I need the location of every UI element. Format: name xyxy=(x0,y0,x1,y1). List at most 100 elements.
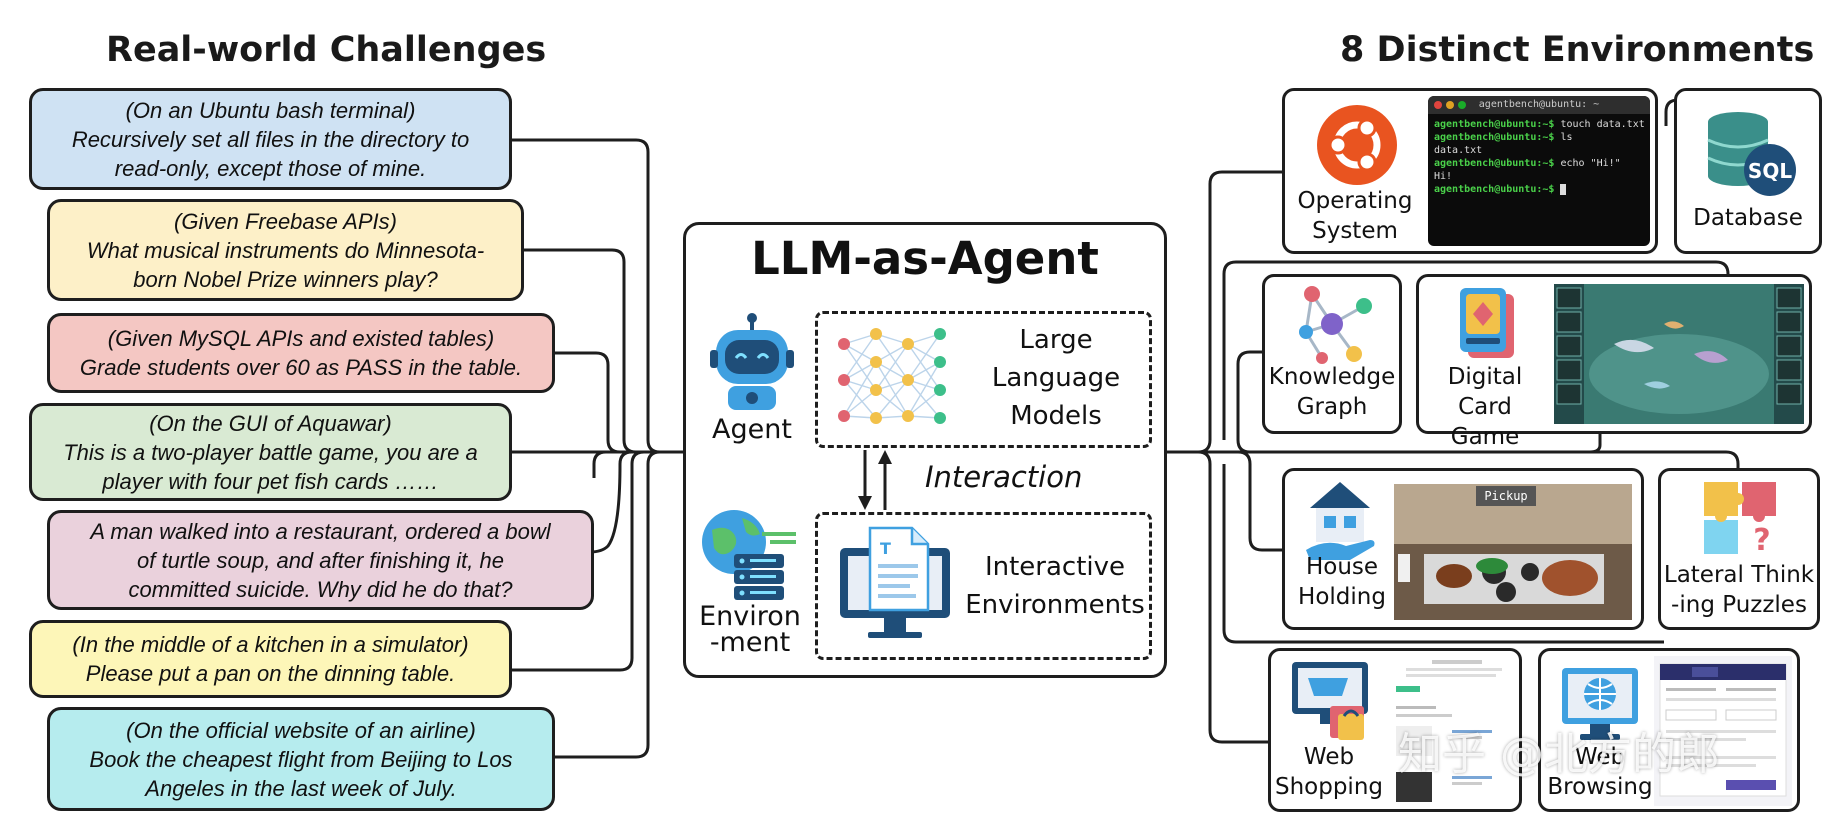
challenge-web: (On the official website of an airline) … xyxy=(47,707,555,811)
challenge-ltp: A man walked into a restaurant, ordered … xyxy=(47,510,594,610)
env-wb-label-line: Browsing xyxy=(1547,774,1653,800)
interactive-environments-dashed-box xyxy=(815,512,1152,660)
challenge-text: Angeles in the last week of July. xyxy=(145,775,457,801)
env-ws-label: Web Shopping xyxy=(1270,742,1388,802)
challenge-context: (On the GUI of Aquawar) xyxy=(149,410,392,436)
svg-text:T: T xyxy=(880,539,891,558)
challenge-text: player with four pet fish cards …… xyxy=(102,468,439,494)
challenge-text: Please put a pan on the dinning table. xyxy=(85,661,456,686)
center-title: LLM-as-Agent xyxy=(751,232,1099,285)
terminal-title: agentbench@ubuntu: ~ xyxy=(1478,99,1600,110)
env-db-label-line: Database xyxy=(1693,205,1803,231)
knowledge-graph-icon xyxy=(1299,286,1372,364)
svg-text:?: ? xyxy=(1753,523,1770,558)
challenge-text: Book the cheapest flight from Beijing to… xyxy=(89,746,513,772)
challenge-dcg: (On the GUI of Aquawar) This is a two-pl… xyxy=(29,403,512,501)
env-hh-label-line: Holding xyxy=(1298,584,1386,610)
terminal-line: data.txt xyxy=(1434,145,1483,156)
llm-dashed-box xyxy=(815,311,1152,448)
env-knowledge-graph xyxy=(1262,274,1402,434)
computer-document-icon: T xyxy=(840,526,950,638)
challenge-text: Recursively set all files in the directo… xyxy=(71,126,470,152)
env-dcg-label: Digital Card Game xyxy=(1418,362,1552,452)
environment-label-line: Environ xyxy=(699,601,801,632)
env-hh-label: House Holding xyxy=(1284,552,1400,612)
terminal-line: Hi! xyxy=(1434,171,1453,182)
challenge-text: of turtle soup, and after finishing it, … xyxy=(137,547,504,573)
pickup-label: Pickup xyxy=(1484,489,1527,503)
challenge-text: What musical instruments do Minnesota- xyxy=(86,237,485,263)
env-ltp-label-line: Lateral Think xyxy=(1663,562,1815,588)
interactive-environments-label-line: Interactive xyxy=(984,552,1126,582)
airline-webpage-screenshot xyxy=(1654,656,1792,806)
challenge-context: (Given Freebase APIs) xyxy=(174,208,397,234)
env-ltp-label-line: -ing Puzzles xyxy=(1671,592,1807,618)
interactive-environments-label: Interactive Environments xyxy=(960,548,1150,624)
challenge-text: born Nobel Prize winners play? xyxy=(133,266,438,292)
terminal-prompt: agentbench@ubuntu:~$ xyxy=(1434,184,1555,195)
terminal-line: touch data.txt xyxy=(1554,119,1645,130)
right-header: 8 Distinct Environments xyxy=(1340,30,1815,70)
robot-icon xyxy=(710,313,794,410)
interactive-environments-label-line: Environments xyxy=(965,590,1145,620)
ubuntu-icon xyxy=(1317,105,1397,185)
terminal-prompt: agentbench@ubuntu:~$ xyxy=(1434,158,1555,169)
llm-label-line: Models xyxy=(1010,401,1102,431)
watermark: 知乎 @北方的郎 xyxy=(1398,729,1720,780)
challenge-kg: (Given Freebase APIs) What musical instr… xyxy=(47,199,524,301)
env-ws-label-line: Web xyxy=(1303,744,1355,770)
sql-badge-text: SQL xyxy=(1748,159,1792,183)
env-wb-label-line: Web xyxy=(1574,744,1626,770)
challenge-text: A man walked into a restaurant, ordered … xyxy=(90,518,551,544)
env-ws-label-line: Shopping xyxy=(1274,774,1383,800)
env-os-label-line: System xyxy=(1312,218,1398,244)
challenge-context: (Given MySQL APIs and existed tables) xyxy=(107,326,495,351)
challenge-db: (Given MySQL APIs and existed tables) Gr… xyxy=(47,313,555,393)
llm-label: Large Language Models xyxy=(970,321,1142,435)
challenge-text: committed suicide. Why did he do that? xyxy=(128,576,513,602)
challenge-text: Grade students over 60 as PASS in the ta… xyxy=(79,355,523,380)
env-ltp-label: Lateral Think -ing Puzzles xyxy=(1660,560,1818,620)
card-game-icon xyxy=(1460,288,1514,358)
env-kg-label-line: Graph xyxy=(1296,394,1368,420)
terminal-prompt: agentbench@ubuntu:~$ xyxy=(1434,119,1555,130)
browser-globe-icon xyxy=(1562,668,1638,740)
env-dcg-label-line: Game xyxy=(1450,424,1520,450)
challenge-hh: (In the middle of a kitchen in a simulat… xyxy=(29,620,512,698)
env-wb-label: Web Browsing xyxy=(1540,742,1660,802)
challenge-context: (In the middle of a kitchen in a simulat… xyxy=(72,632,469,657)
aquawar-screenshot xyxy=(1554,284,1804,424)
challenge-context: (On an Ubuntu bash terminal) xyxy=(125,97,416,123)
agent-label: Agent xyxy=(712,414,792,445)
neural-network-icon xyxy=(838,328,946,424)
house-hand-icon xyxy=(1306,482,1375,560)
puzzle-icon: ? xyxy=(1704,482,1776,558)
env-hh-label-line: House xyxy=(1305,554,1379,580)
environment-label-line: -ment xyxy=(709,627,791,658)
environment-label: Environ -ment xyxy=(694,601,806,658)
challenge-os: (On an Ubuntu bash terminal) Recursively… xyxy=(29,88,512,190)
terminal-line: ls xyxy=(1554,132,1573,143)
left-header: Real-world Challenges xyxy=(106,30,547,70)
kitchen-screenshot: Pickup xyxy=(1394,484,1632,620)
llm-label-line: Large xyxy=(1019,325,1093,355)
env-db-label: Database xyxy=(1680,203,1816,233)
challenge-context: (On the official website of an airline) xyxy=(126,717,476,743)
env-kg-label-line: Knowledge xyxy=(1268,364,1396,390)
environment-icon xyxy=(702,510,796,600)
shopping-webpage-screenshot xyxy=(1392,656,1514,806)
database-icon: SQL xyxy=(1707,112,1796,196)
interaction-arrows-icon xyxy=(858,450,892,510)
challenge-text: read-only, except those of mine. xyxy=(114,155,427,181)
shopping-icon xyxy=(1292,662,1368,740)
challenge-text: This is a two-player battle game, you ar… xyxy=(63,439,478,465)
env-os-label-line: Operating xyxy=(1297,188,1413,214)
terminal-prompt: agentbench@ubuntu:~$ xyxy=(1434,132,1555,143)
env-os-label: Operating System xyxy=(1288,186,1422,246)
interaction-label: Interaction xyxy=(925,460,1083,494)
env-kg-label: Knowledge Graph xyxy=(1265,362,1399,422)
env-dcg-label-line: Digital Card xyxy=(1447,364,1523,420)
terminal-window: agentbench@ubuntu: ~ agentbench@ubuntu:~… xyxy=(1428,96,1650,246)
terminal-line: echo "Hi!" xyxy=(1554,158,1621,169)
